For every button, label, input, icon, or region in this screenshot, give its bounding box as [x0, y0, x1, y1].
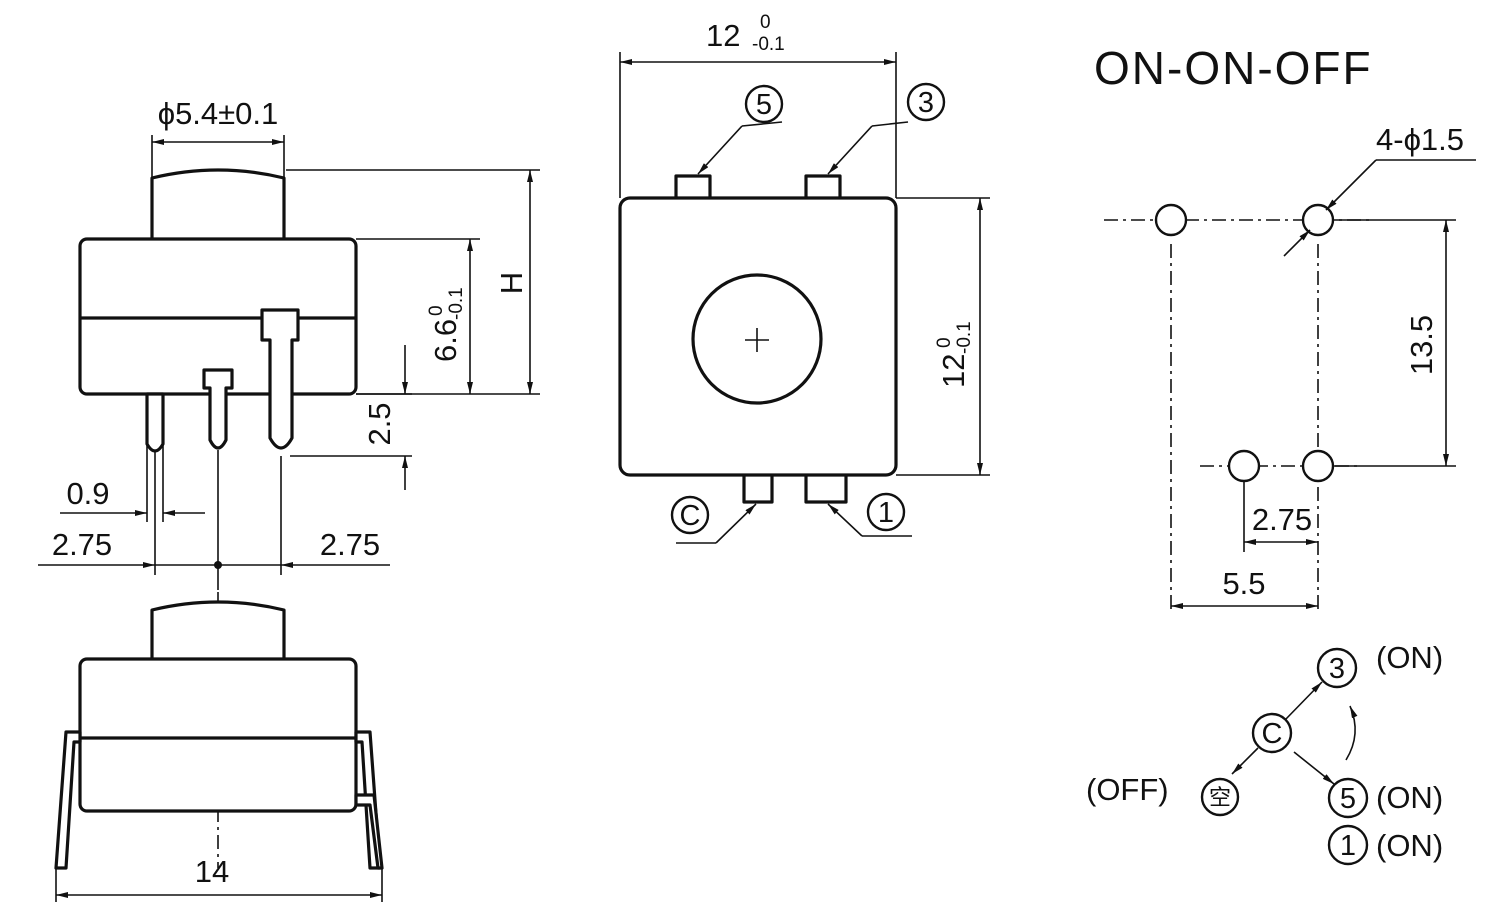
front-height-dimension: 12 0 -0.1	[934, 321, 975, 388]
side-view: ϕ5.4±0.1 H 6.6 0 -0.1 2.5 0.9	[38, 96, 540, 590]
node-common	[1251, 712, 1293, 754]
pin-length-label: 2.5	[362, 402, 397, 445]
actuator-cap	[150, 168, 286, 242]
hole-top-left	[1154, 203, 1188, 237]
terminal-callout-5: 5	[697, 84, 784, 175]
holes-label: 4-ϕ1.5	[1376, 122, 1464, 157]
pin-left	[145, 392, 165, 453]
state-5: (ON)	[1376, 780, 1443, 815]
svg-text:0: 0	[934, 337, 955, 348]
front-width-dimension: 12 0 -0.1	[706, 12, 785, 55]
terminal-callout-3: 3	[827, 82, 946, 175]
svg-text:6.6: 6.6	[428, 319, 463, 362]
svg-text:12: 12	[936, 354, 971, 388]
terminal-callout-1: 1	[827, 492, 912, 537]
pitch-right-label: 2.75	[320, 527, 380, 562]
bottom-view: 14	[54, 592, 384, 902]
pitch-left-label: 2.75	[52, 527, 112, 562]
pin-width-label: 0.9	[66, 476, 109, 511]
node-1	[1327, 824, 1369, 866]
svg-text:空: 空	[1209, 785, 1231, 810]
terminal-callout-c: C	[670, 495, 757, 544]
config-title: ON-ON-OFF	[1094, 42, 1373, 94]
terminal-tab-1	[804, 472, 848, 504]
svg-text:-0.1: -0.1	[752, 34, 785, 55]
node-off	[1200, 777, 1240, 817]
hole-layout: ON-ON-OFF 4-ϕ1.5 13.5 2.75 5.5	[1094, 42, 1476, 612]
svg-text:C: C	[1262, 718, 1283, 750]
bent-pin-right-2	[354, 793, 384, 870]
vertical-spacing-label: 13.5	[1404, 315, 1439, 375]
circuit-diagram: C 3 (ON) 5 (ON) 1 (ON) 空 (OFF)	[1086, 640, 1443, 866]
actuator-cap-bottom	[150, 600, 286, 662]
svg-text:3: 3	[918, 87, 934, 119]
hole-top-right	[1301, 203, 1335, 237]
node-3	[1316, 647, 1358, 689]
height-label: H	[494, 272, 529, 294]
pin-center	[202, 368, 234, 450]
terminal-tab-c	[742, 472, 774, 504]
svg-text:5: 5	[756, 89, 772, 121]
svg-text:C: C	[680, 500, 701, 532]
svg-text:-0.1: -0.1	[954, 321, 975, 354]
svg-text:3: 3	[1329, 653, 1345, 685]
svg-text:0: 0	[760, 12, 771, 33]
center-dot	[214, 561, 222, 569]
hole-bottom-left	[1227, 449, 1261, 483]
bent-pin-left	[54, 730, 82, 870]
wide-spacing-label: 5.5	[1222, 566, 1265, 601]
state-1: (ON)	[1376, 828, 1443, 863]
hole-bottom-right	[1301, 449, 1335, 483]
pin-right	[260, 308, 300, 450]
diameter-label: ϕ5.4±0.1	[158, 96, 279, 131]
svg-text:-0.1: -0.1	[446, 287, 467, 320]
state-3: (ON)	[1376, 640, 1443, 675]
state-off: (OFF)	[1086, 772, 1169, 807]
svg-text:0: 0	[426, 305, 447, 316]
node-5	[1327, 777, 1369, 819]
svg-text:1: 1	[878, 497, 894, 529]
front-view: 12 0 -0.1 12 0 -0.1 5 3 C	[618, 12, 990, 544]
svg-text:1: 1	[1340, 830, 1356, 862]
svg-text:5: 5	[1340, 783, 1356, 815]
svg-text:12: 12	[706, 18, 740, 53]
small-spacing-label: 2.75	[1252, 502, 1312, 537]
width-label: 14	[195, 854, 229, 889]
switch-body-bottom	[78, 657, 358, 813]
body-height-dimension: 6.6 0 -0.1	[426, 287, 467, 362]
